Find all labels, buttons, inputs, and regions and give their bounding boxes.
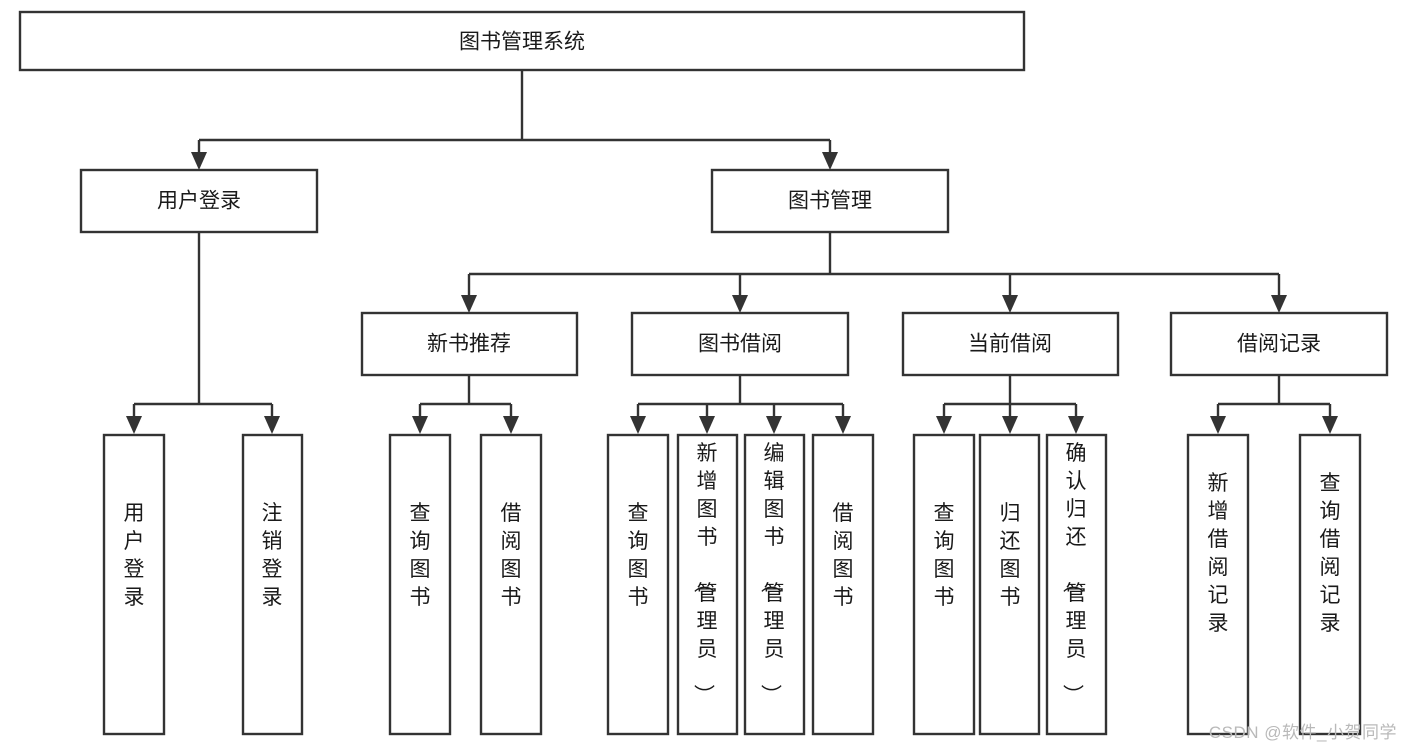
leaf-confirm-return-admin-label: 确认归还（管理员） xyxy=(1061,442,1087,705)
leaf-add-borrow-record-box[interactable] xyxy=(1186,433,1250,736)
arrowhead-current-borrow xyxy=(1002,295,1018,313)
leaf-query-book-borrow-box[interactable] xyxy=(606,433,670,736)
leaf-query-borrow-record-label: 查询借阅记录 xyxy=(1320,472,1341,635)
leaf-node-borrow-book-rec[interactable]: 借阅图书 xyxy=(479,433,543,736)
leaf-add-book-admin-box[interactable] xyxy=(676,433,739,736)
leaf-borrow-book-rec-label: 借阅图书 xyxy=(501,502,522,609)
arrowhead-g2-leaf2 xyxy=(503,416,519,434)
arrowhead-g4-leaf3 xyxy=(1068,416,1084,434)
leaf-logout-label: 注销登录 xyxy=(262,502,283,609)
node-root-box[interactable] xyxy=(18,10,1026,72)
node-borrow-record[interactable]: 借阅记录 xyxy=(1169,311,1389,377)
node-user-login[interactable]: 用户登录 xyxy=(79,168,319,234)
leaf-borrow-book-rec-box[interactable] xyxy=(479,433,543,736)
node-user-login-label: 用户登录 xyxy=(157,190,241,213)
node-borrow-record-box[interactable] xyxy=(1169,311,1389,377)
leaf-query-book-borrow-label: 查询图书 xyxy=(628,502,649,609)
leaf-return-book-label: 归还图书 xyxy=(1000,502,1021,609)
leaf-logout-box[interactable] xyxy=(241,433,304,736)
arrowhead-g5-leaf2 xyxy=(1322,416,1338,434)
arrowhead-new-book-rec xyxy=(461,295,477,313)
leaf-node-borrow-book[interactable]: 借阅图书 xyxy=(811,433,875,736)
leaf-query-book-current-label: 查询图书 xyxy=(934,502,955,609)
arrowhead-book-manage xyxy=(822,152,838,170)
arrowhead-book-borrow xyxy=(732,295,748,313)
edges-layer xyxy=(126,70,1338,434)
leaf-edit-book-admin-box[interactable] xyxy=(743,433,806,736)
leaf-confirm-return-admin-box[interactable] xyxy=(1045,433,1108,736)
arrowhead-leaf-user-login xyxy=(126,416,142,434)
leaf-query-book-rec-box[interactable] xyxy=(388,433,452,736)
node-root-label: 图书管理系统 xyxy=(459,31,585,54)
node-user-login-box[interactable] xyxy=(79,168,319,234)
arrowhead-g2-leaf1 xyxy=(412,416,428,434)
nodes-layer: 图书管理系统 用户登录 图书管理 新书推荐 图书借阅 当前 xyxy=(18,10,1389,736)
arrowhead-g3-leaf1 xyxy=(630,416,646,434)
arrowhead-g3-leaf4 xyxy=(835,416,851,434)
arrowhead-g3-leaf3 xyxy=(766,416,782,434)
node-book-borrow[interactable]: 图书借阅 xyxy=(630,311,850,377)
node-root[interactable]: 图书管理系统 xyxy=(18,10,1026,72)
arrowhead-g3-leaf2 xyxy=(699,416,715,434)
leaf-query-book-rec-label: 查询图书 xyxy=(410,502,431,609)
leaf-query-book-current-box[interactable] xyxy=(912,433,976,736)
leaf-edit-book-admin-label: 编辑图书（管理员） xyxy=(759,442,785,705)
arrowhead-leaf-logout xyxy=(264,416,280,434)
leaf-node-add-book-admin[interactable]: 新增图书（管理员） xyxy=(676,433,739,736)
arrowhead-g5-leaf1 xyxy=(1210,416,1226,434)
node-book-borrow-box[interactable] xyxy=(630,311,850,377)
node-borrow-record-label: 借阅记录 xyxy=(1237,333,1321,356)
node-book-management-label: 图书管理 xyxy=(788,190,872,213)
node-book-borrow-label: 图书借阅 xyxy=(698,333,782,356)
node-book-management[interactable]: 图书管理 xyxy=(710,168,950,234)
leaf-add-borrow-record-label: 新增借阅记录 xyxy=(1208,472,1229,635)
leaf-node-edit-book-admin[interactable]: 编辑图书（管理员） xyxy=(743,433,806,736)
node-new-book-recommend[interactable]: 新书推荐 xyxy=(360,311,579,377)
node-book-management-box[interactable] xyxy=(710,168,950,234)
node-new-book-recommend-label: 新书推荐 xyxy=(427,333,511,356)
leaf-node-user-login[interactable]: 用户登录 xyxy=(102,433,166,736)
leaf-add-book-admin-label: 新增图书（管理员） xyxy=(692,442,718,705)
leaf-node-add-borrow-record[interactable]: 新增借阅记录 xyxy=(1186,433,1250,736)
arrowhead-user-login xyxy=(191,152,207,170)
node-current-borrow-box[interactable] xyxy=(901,311,1120,377)
leaf-borrow-book-box[interactable] xyxy=(811,433,875,736)
leaf-node-return-book[interactable]: 归还图书 xyxy=(978,433,1041,736)
node-current-borrow[interactable]: 当前借阅 xyxy=(901,311,1120,377)
leaf-node-query-book-borrow[interactable]: 查询图书 xyxy=(606,433,670,736)
leaf-node-confirm-return-admin[interactable]: 确认归还（管理员） xyxy=(1045,433,1108,736)
arrowhead-borrow-record xyxy=(1271,295,1287,313)
leaf-borrow-book-label: 借阅图书 xyxy=(833,502,854,609)
leaf-node-query-book-current[interactable]: 查询图书 xyxy=(912,433,976,736)
arrowhead-g4-leaf1 xyxy=(936,416,952,434)
node-current-borrow-label: 当前借阅 xyxy=(968,333,1052,356)
leaf-return-book-box[interactable] xyxy=(978,433,1041,736)
leaf-query-borrow-record-box[interactable] xyxy=(1298,433,1362,736)
leaf-node-logout[interactable]: 注销登录 xyxy=(241,433,304,736)
leaf-user-login-box[interactable] xyxy=(102,433,166,736)
node-new-book-recommend-box[interactable] xyxy=(360,311,579,377)
leaf-node-query-book-rec[interactable]: 查询图书 xyxy=(388,433,452,736)
leaf-user-login-label: 用户登录 xyxy=(124,502,145,609)
leaf-node-query-borrow-record[interactable]: 查询借阅记录 xyxy=(1298,433,1362,736)
arrowhead-g4-leaf2 xyxy=(1002,416,1018,434)
